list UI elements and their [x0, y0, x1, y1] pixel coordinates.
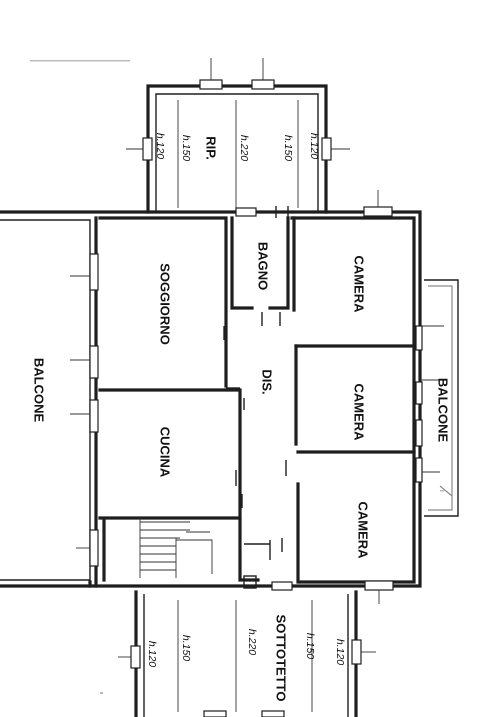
height-label: h.120: [308, 133, 320, 159]
height-label: h.150: [180, 135, 192, 161]
scan-marks: [30, 60, 444, 694]
windows: [70, 190, 423, 604]
label-bagno: BAGNO: [256, 242, 271, 290]
height-label: h.120: [146, 641, 158, 667]
height-label: h.150: [304, 633, 316, 659]
rip-wing: [126, 58, 350, 214]
balcone-right-box: [420, 279, 459, 517]
sottotetto-wing: [118, 581, 376, 717]
staircase: [139, 518, 213, 578]
label-cucina: CUCINA: [158, 427, 173, 478]
label-camera-3: CAMERA: [356, 501, 371, 559]
label-sottotetto: SOTTOTETTO: [274, 615, 289, 702]
height-label: h.120: [154, 133, 166, 159]
height-label: h.220: [246, 629, 258, 655]
height-label: h.150: [180, 635, 192, 661]
label-rip: RIP.: [204, 136, 219, 160]
label-balcone-right: BALCONE: [436, 378, 451, 443]
label-balcone-left: BALCONE: [32, 358, 47, 423]
height-label: h.120: [334, 639, 346, 665]
label-camera-1: CAMERA: [352, 255, 367, 313]
label-dis: DIS.: [260, 369, 275, 394]
height-label: h.220: [238, 135, 250, 161]
height-labels-top: h.120 h.150 h.220 h.150 h.120: [154, 133, 320, 161]
label-soggiorno: SOGGIORNO: [158, 263, 173, 345]
height-label: h.150: [282, 135, 294, 161]
door-marks: [223, 206, 289, 552]
room-labels: RIP. BAGNO SOGGIORNO CUCINA DIS. CAMERA …: [32, 136, 451, 701]
label-camera-2: CAMERA: [352, 383, 367, 441]
height-labels-bottom: h.120 h.150 h.220 h.150 h.120: [146, 629, 346, 667]
